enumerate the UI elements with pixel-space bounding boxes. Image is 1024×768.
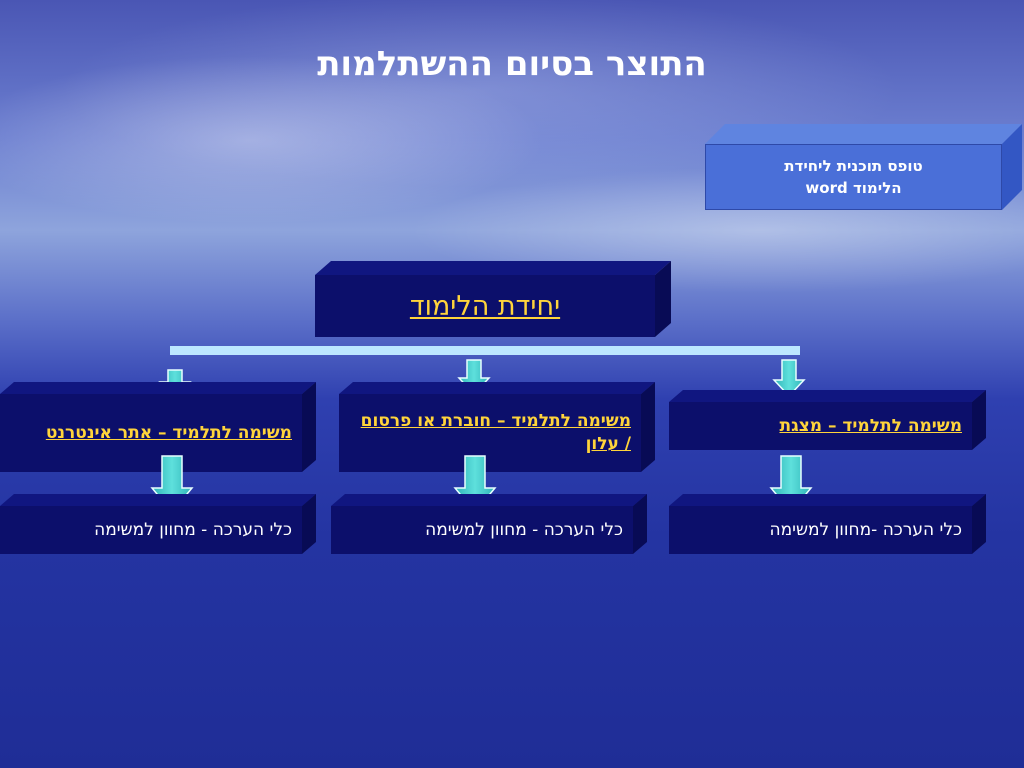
learning-unit-box[interactable]: יחידת הלימוד xyxy=(315,261,671,337)
task-box-website[interactable]: משימה לתלמיד – אתר אינטרנט xyxy=(0,382,316,472)
arrow-down-icon xyxy=(772,359,806,398)
assessment-box-2[interactable]: כלי הערכה - מחוון למשימה xyxy=(331,494,647,554)
tip-box: טופס תוכנית ליחידת הלימוד word xyxy=(705,124,1022,210)
tip-box-line-1: טופס תוכנית ליחידת xyxy=(784,157,923,175)
assessment-label-1: כלי הערכה - מחוון למשימה xyxy=(94,519,292,540)
assessment-label-2: כלי הערכה - מחוון למשימה xyxy=(425,519,623,540)
learning-unit-label[interactable]: יחידת הלימוד xyxy=(409,290,561,322)
assessment-box-3[interactable]: כלי הערכה -מחוון למשימה xyxy=(669,494,986,554)
assessment-box-1[interactable]: כלי הערכה - מחוון למשימה xyxy=(0,494,316,554)
tip-box-line-2: הלימוד word xyxy=(805,179,902,197)
slide-title: התוצר בסיום ההשתלמות xyxy=(317,44,707,84)
assessment-label-3: כלי הערכה -מחוון למשימה xyxy=(769,519,963,540)
connector-bar xyxy=(170,346,800,355)
task-box-presentation[interactable]: משימה לתלמיד – מצגת xyxy=(669,390,986,450)
task-label-website[interactable]: משימה לתלמיד – אתר אינטרנט xyxy=(45,422,292,443)
task-box-booklet[interactable]: משימה לתלמיד – חוברת או פרסום / עלון xyxy=(339,382,655,472)
task-label-presentation[interactable]: משימה לתלמיד – מצגת xyxy=(779,415,962,436)
task-label-booklet[interactable]: משימה לתלמיד – חוברת או פרסום / עלון xyxy=(360,411,631,454)
